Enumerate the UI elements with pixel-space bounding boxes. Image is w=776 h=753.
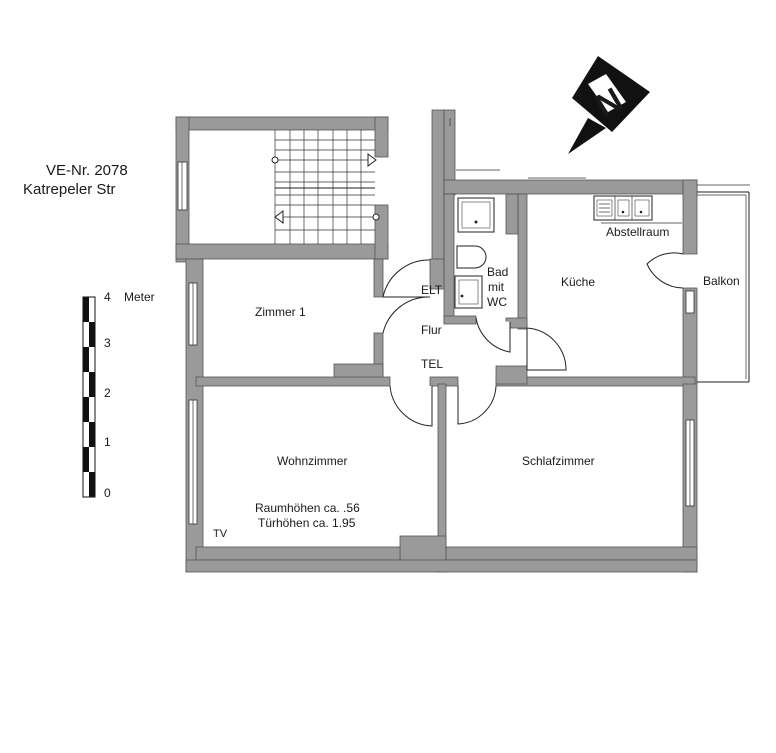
label-wc: WC <box>487 295 507 309</box>
label-wohnzimmer: Wohnzimmer <box>277 454 347 468</box>
label-abstellraum: Abstellraum <box>606 225 669 239</box>
label-mit: mit <box>488 280 505 294</box>
street-name: Katrepeler Str <box>23 181 116 198</box>
label-zimmer-1: Zimmer 1 <box>255 305 306 319</box>
windows <box>177 161 695 525</box>
label-schlafzimmer: Schlafzimmer <box>522 454 595 468</box>
scale-tick-1: 1 <box>104 435 111 449</box>
kitchen-counter <box>593 195 682 224</box>
scale-unit: Meter <box>124 290 155 304</box>
scale-tick-4: 4 <box>104 290 111 304</box>
staircase <box>271 130 380 244</box>
label-kueche: Küche <box>561 275 595 289</box>
scale-tick-2: 2 <box>104 386 111 400</box>
label-balkon: Balkon <box>703 274 740 288</box>
bathroom-fixtures <box>454 197 495 309</box>
north-arrow-icon: N <box>568 56 650 154</box>
label-elt: ELT <box>421 283 443 297</box>
scale-tick-0: 0 <box>104 486 111 500</box>
label-bad: Bad <box>487 265 508 279</box>
reference-number: VE-Nr. 2078 <box>46 162 128 179</box>
label-tv: TV <box>213 528 228 540</box>
label-tel: TEL <box>421 357 443 371</box>
label-flur: Flur <box>421 323 442 337</box>
scale-tick-3: 3 <box>104 336 111 350</box>
doors <box>382 252 684 427</box>
scale-bar: 4 Meter 3 2 1 0 <box>82 290 155 500</box>
balcony <box>697 191 750 383</box>
note-tuerhoehen: Türhöhen ca. 1.95 <box>258 516 356 530</box>
note-raumhoehen: Raumhöhen ca. .56 <box>255 501 360 515</box>
